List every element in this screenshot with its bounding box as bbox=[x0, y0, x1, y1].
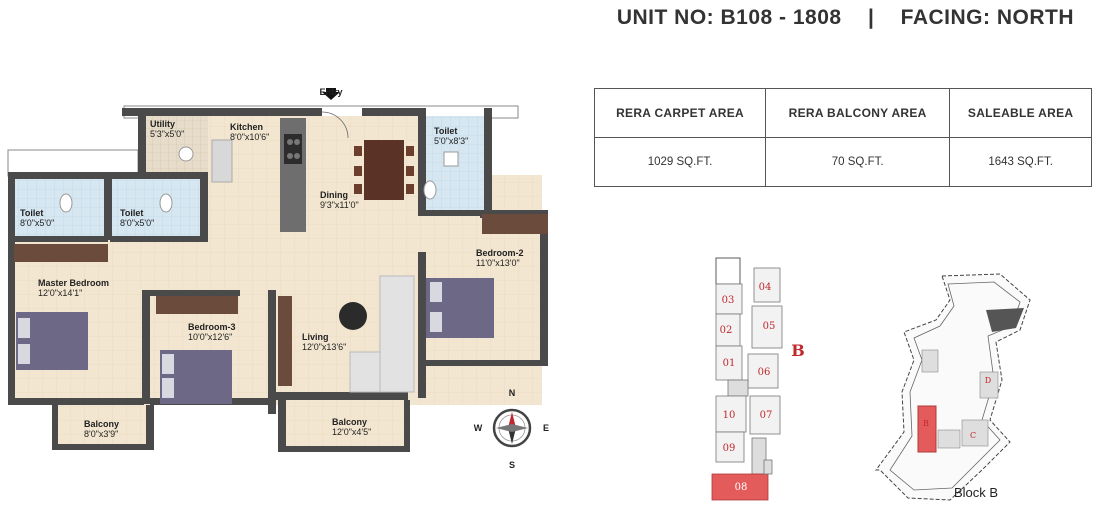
unit-08-highlighted: 08 bbox=[735, 482, 748, 493]
balcony-1-floor bbox=[56, 405, 152, 449]
area-table: RERA CARPET AREA RERA BALCONY AREA SALEA… bbox=[593, 88, 1092, 187]
entry-arrow-icon bbox=[322, 88, 340, 100]
wardrobe-bedroom2 bbox=[482, 214, 548, 234]
bedroom3-dims: 10'0"x12'6" bbox=[188, 332, 232, 342]
kitchen-sink-icon bbox=[211, 139, 233, 183]
facing-direction: FACING: NORTH bbox=[900, 6, 1074, 29]
utility-label: Utility bbox=[150, 119, 175, 129]
unit-04: 04 bbox=[759, 282, 772, 293]
key-plan-labels: 03 04 02 05 01 06 10 07 09 08 B bbox=[720, 282, 805, 493]
master-bedroom-dims: 12'0"x14'1" bbox=[38, 288, 82, 298]
area-table-header-row: RERA CARPET AREA RERA BALCONY AREA SALEA… bbox=[593, 88, 1092, 138]
unit-06: 06 bbox=[758, 367, 771, 378]
unit-05: 05 bbox=[763, 321, 776, 332]
key-plan bbox=[711, 257, 783, 501]
toilet-c-floor bbox=[112, 178, 204, 238]
kitchen-label: Kitchen bbox=[230, 122, 263, 132]
bedroom2-dims: 11'0"x13'0" bbox=[476, 258, 520, 268]
wardrobe-bedroom3 bbox=[156, 296, 238, 314]
utility-washer-icon bbox=[178, 146, 194, 162]
walls bbox=[8, 108, 548, 452]
balcony-1-label: Balcony bbox=[84, 419, 119, 429]
toilet-b-dims: 8'0"x5'0" bbox=[20, 218, 54, 228]
unit-header: UNIT NO: B108 - 1808 | FACING: NORTH bbox=[615, 6, 1076, 30]
toilet-c-wc-icon bbox=[159, 193, 173, 213]
unit-07: 07 bbox=[760, 410, 773, 421]
compass-icon: N S E W bbox=[474, 388, 549, 470]
compass-south: S bbox=[509, 460, 515, 470]
unit-number: UNIT NO: B108 - 1808 bbox=[616, 6, 842, 29]
floor-plan: Entry Utility 5'3"x5'0" Kitchen 8'0"x10'… bbox=[7, 87, 548, 452]
saleable-area-value: 1643 SQ.FT. bbox=[949, 137, 1092, 187]
header-separator: | bbox=[867, 6, 875, 29]
sofa-icon bbox=[349, 275, 415, 393]
bedroom2-bed-icon bbox=[426, 278, 494, 338]
compass-west: W bbox=[474, 423, 483, 433]
wardrobe-master bbox=[14, 244, 108, 262]
unit-09: 09 bbox=[723, 443, 736, 454]
block-letter: B bbox=[791, 341, 805, 360]
toilet-a-label: Toilet bbox=[434, 126, 457, 136]
utility-floor bbox=[146, 116, 208, 174]
toilet-b-wc-icon bbox=[59, 193, 73, 213]
toilet-a-wc-icon bbox=[423, 180, 437, 200]
living-dims: 12'0"x13'6" bbox=[302, 342, 346, 352]
toilet-a-basin-icon bbox=[443, 151, 459, 167]
site-road-icon bbox=[986, 308, 1024, 332]
unit-01: 01 bbox=[723, 358, 736, 369]
site-marker-b: B bbox=[923, 419, 929, 428]
bedroom3-label: Bedroom-3 bbox=[188, 322, 236, 332]
toilet-c-label: Toilet bbox=[120, 208, 143, 218]
block-b-highlight bbox=[917, 405, 937, 453]
balcony-2-dims: 12'0"x4'5" bbox=[332, 427, 371, 437]
master-bed-icon bbox=[16, 312, 88, 370]
kitchen-dims: 8'0"x10'6" bbox=[230, 132, 269, 142]
balcony-1-dims: 8'0"x3'9" bbox=[84, 429, 118, 439]
entry-label: Entry bbox=[319, 87, 342, 97]
dining-label: Dining bbox=[320, 190, 348, 200]
dining-table-icon bbox=[354, 140, 414, 200]
compass-north: N bbox=[509, 388, 516, 398]
coffee-table-icon bbox=[339, 302, 367, 330]
site-marker-c: C bbox=[970, 431, 976, 440]
bedroom3-bed-icon bbox=[160, 350, 232, 404]
master-bedroom-label: Master Bedroom bbox=[38, 278, 109, 288]
unit-02: 02 bbox=[720, 325, 733, 336]
stove-icon bbox=[284, 134, 302, 164]
dining-dims: 9'3"x11'0" bbox=[320, 200, 359, 210]
unit-03: 03 bbox=[722, 295, 735, 306]
toilet-c-dims: 8'0"x5'0" bbox=[120, 218, 154, 228]
unit-10: 10 bbox=[723, 410, 736, 421]
tv-unit bbox=[278, 296, 292, 386]
living-label: Living bbox=[302, 332, 329, 342]
toilet-a-dims: 5'0"x8'3" bbox=[434, 136, 468, 146]
bedroom2-label: Bedroom-2 bbox=[476, 248, 524, 258]
site-marker-d: D bbox=[985, 376, 991, 385]
rera-carpet-area-value: 1029 SQ.FT. bbox=[593, 137, 767, 187]
area-table-value-row: 1029 SQ.FT. 70 SQ.FT. 1643 SQ.FT. bbox=[593, 137, 1092, 187]
site-plan: D B C Block B bbox=[875, 273, 1031, 501]
balcony-2-floor bbox=[284, 400, 408, 450]
rera-balcony-area-value: 70 SQ.FT. bbox=[765, 137, 951, 187]
balcony-2-label: Balcony bbox=[332, 417, 367, 427]
utility-dims: 5'3"x5'0" bbox=[150, 129, 184, 139]
rera-balcony-area-header: RERA BALCONY AREA bbox=[765, 88, 951, 138]
toilet-b-label: Toilet bbox=[20, 208, 43, 218]
compass-east: E bbox=[543, 423, 549, 433]
site-plan-label: Block B bbox=[954, 485, 998, 500]
toilet-b-floor bbox=[14, 178, 106, 238]
